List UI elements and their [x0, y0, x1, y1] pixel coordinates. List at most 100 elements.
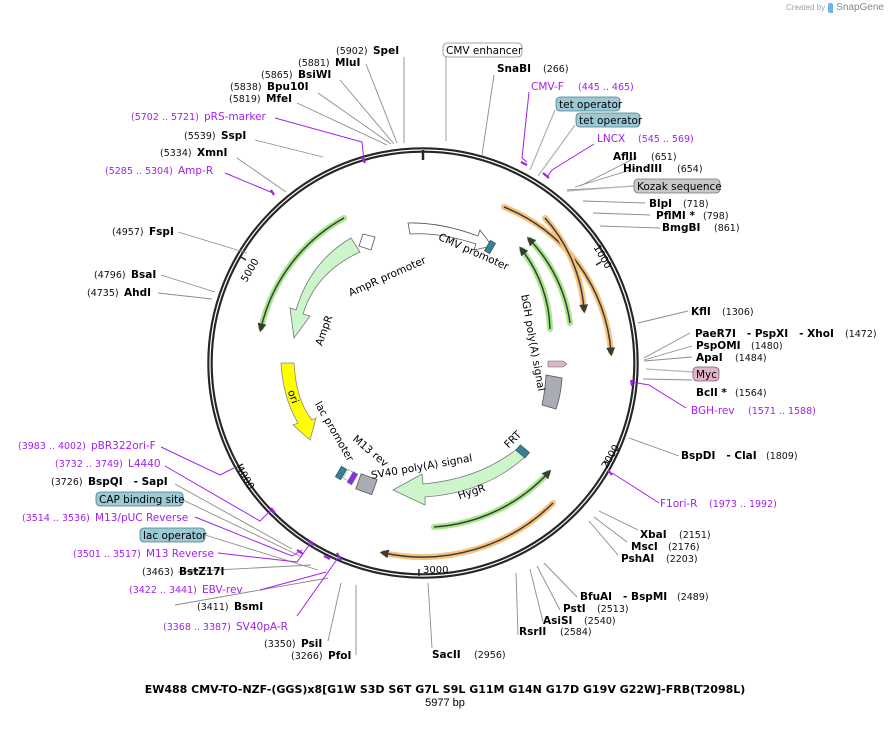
bgh-polya-box[interactable]	[541, 374, 563, 410]
svg-text:(3350): (3350)	[264, 639, 296, 650]
svg-text:(1306): (1306)	[722, 307, 754, 318]
feature-tet-operator-1[interactable]: tet operator	[555, 96, 623, 112]
svg-text:tet operator: tet operator	[579, 115, 643, 127]
enzyme-XmnI[interactable]: (5334)XmnI	[160, 147, 227, 159]
enzyme-Bpu10I[interactable]: (5838)Bpu10I	[230, 81, 309, 93]
svg-text:(445 .. 465): (445 .. 465)	[578, 82, 634, 93]
cmv-promoter-arrow[interactable]	[407, 222, 493, 251]
enzyme-BspDI-ClaI[interactable]: BspDI - ClaI(1809)	[681, 450, 798, 462]
gene-features	[280, 222, 568, 506]
primer-M13-Reverse[interactable]: (3501 .. 3517)M13 Reverse	[73, 548, 214, 560]
enzyme-BsmI[interactable]: (3411)BsmI	[197, 601, 263, 613]
enzyme-RsrII[interactable]: RsrII(2584)	[519, 626, 592, 638]
primer-BGH-rev[interactable]: BGH-rev(1571 .. 1588)	[691, 405, 816, 417]
enzyme-FspI[interactable]: (4957) FspI	[112, 226, 174, 238]
svg-text:(2151): (2151)	[679, 530, 711, 541]
enzyme-PaeR7I-PspXI-XhoI[interactable]: PaeR7I - PspXI - XhoI(1472)	[695, 328, 877, 340]
enzyme-PspOMI[interactable]: PspOMI (1480)	[696, 340, 783, 352]
feature-lac-operator[interactable]: lac operator	[139, 527, 207, 543]
enzyme-KflI[interactable]: KflI (1306)	[691, 306, 754, 318]
svg-text:(1809): (1809)	[766, 451, 798, 462]
primer-SV40pA-R[interactable]: (3368 .. 3387)SV40pA-R	[163, 621, 288, 633]
enzyme-AflII[interactable]: AflII(651)	[613, 151, 677, 163]
enzyme-BlpI[interactable]: BlpI(718)	[649, 198, 709, 210]
ampr-promoter-arrow[interactable]	[358, 233, 376, 251]
svg-text:XbaI: XbaI	[640, 529, 667, 541]
svg-text:PspOMI: PspOMI	[696, 340, 741, 352]
ampr-arrow[interactable]	[289, 237, 361, 340]
svg-text:Bpu10I: Bpu10I	[267, 81, 309, 93]
enzyme-ApaI[interactable]: ApaI(1484)	[696, 352, 767, 364]
enzyme-HindIII[interactable]: HindIII(654)	[623, 163, 703, 175]
primer-pRS-marker[interactable]: (5702 .. 5721)pRS-marker	[131, 111, 267, 123]
svg-text:(545 .. 569): (545 .. 569)	[638, 134, 694, 145]
enzyme-SspI[interactable]: (5539)SspI	[184, 130, 246, 142]
enzyme-XbaI[interactable]: XbaI (2151)	[640, 529, 711, 541]
feature-cmv-enhancer[interactable]: CMV enhancer	[442, 42, 523, 58]
primer-Amp-R[interactable]: (5285 .. 5304)Amp-R	[105, 165, 213, 177]
svg-text:SpeI: SpeI	[373, 45, 399, 57]
primer-L4440[interactable]: (3732 .. 3749)L4440	[55, 458, 161, 470]
svg-text:(2203): (2203)	[666, 554, 698, 565]
svg-text:ApaI: ApaI	[696, 352, 723, 364]
svg-text:MfeI: MfeI	[266, 93, 292, 105]
svg-text:Kozak sequence: Kozak sequence	[637, 181, 722, 193]
enzyme-BfuAI-BspMI[interactable]: BfuAI - BspMI(2489)	[580, 591, 709, 603]
enzyme-BspQI-SapI[interactable]: (3726)BspQI - SapI	[51, 476, 168, 488]
primer-CMV-F[interactable]: CMV-F(445 .. 465)	[531, 81, 634, 93]
feature-cap-binding-site[interactable]: CAP binding site	[95, 491, 185, 507]
svg-text:(266): (266)	[543, 64, 569, 75]
sv40-polya-box[interactable]	[355, 473, 378, 496]
svg-text:BmgBI: BmgBI	[662, 222, 700, 234]
svg-text:(3501 .. 3517): (3501 .. 3517)	[73, 549, 141, 560]
primer-EBV-rev[interactable]: (3422 .. 3441)EBV-rev	[129, 584, 243, 596]
svg-text:pBR322ori-F: pBR322ori-F	[91, 440, 156, 452]
primer-M13-pUC-Reverse[interactable]: (3514 .. 3536)M13/pUC Reverse	[22, 512, 188, 524]
svg-text:(4957): (4957)	[112, 227, 144, 238]
svg-text:F1ori-R: F1ori-R	[660, 498, 697, 510]
svg-text:(2540): (2540)	[584, 616, 616, 627]
primer-LNCX[interactable]: LNCX(545 .. 569)	[597, 133, 694, 145]
enzyme-BsaI[interactable]: (4796)BsaI	[94, 269, 156, 281]
enzyme-PfoI[interactable]: (3266)PfoI	[291, 650, 351, 662]
primer-labels: (5702 .. 5721)pRS-marker (5285 .. 5304)A…	[18, 81, 816, 633]
svg-text:(1571 .. 1588): (1571 .. 1588)	[748, 406, 816, 417]
svg-text:FspI: FspI	[149, 226, 174, 238]
enzyme-BclI[interactable]: BclI *(1564)	[696, 387, 767, 399]
svg-text:KflI: KflI	[691, 306, 711, 318]
enzyme-PsiI[interactable]: (3350)PsiI	[264, 638, 322, 650]
enzyme-MfeI[interactable]: (5819)MfeI	[229, 93, 292, 105]
primer-pBR322ori-F[interactable]: (3983 .. 4002)pBR322ori-F	[18, 440, 156, 452]
enzyme-PflMI[interactable]: PflMI *(798)	[656, 210, 729, 222]
enzyme-SnaBI[interactable]: SnaBI(266)	[497, 63, 569, 75]
enzyme-BsiWI[interactable]: (5865)BsiWI	[261, 69, 331, 81]
svg-text:(1480): (1480)	[751, 341, 783, 352]
svg-text:BstZ17I: BstZ17I	[179, 566, 224, 578]
feature-myc[interactable]: Myc	[692, 366, 720, 382]
enzyme-SpeI[interactable]: (5902)SpeI	[336, 45, 399, 57]
feature-kozak-sequence[interactable]: Kozak sequence	[633, 178, 722, 194]
svg-text:CAP binding site: CAP binding site	[99, 494, 185, 506]
enzyme-PshAI[interactable]: PshAI(2203)	[621, 553, 698, 565]
enzyme-BstZ17I[interactable]: (3463)BstZ17I	[142, 566, 224, 578]
enzyme-MscI[interactable]: MscI(2176)	[631, 541, 700, 553]
svg-text:(4796): (4796)	[94, 270, 126, 281]
enzyme-BmgBI[interactable]: BmgBI(861)	[662, 222, 740, 234]
enzyme-AhdI[interactable]: (4735)AhdI	[87, 287, 151, 299]
enzyme-SacII[interactable]: SacII(2956)	[432, 649, 506, 661]
ori-arrow[interactable]	[280, 362, 317, 441]
svg-text:BlpI: BlpI	[649, 198, 672, 210]
frt-mark-icon[interactable]	[515, 444, 530, 459]
primer-F1ori-R[interactable]: F1ori-R(1973 .. 1992)	[660, 498, 777, 510]
svg-text:PstI: PstI	[563, 603, 586, 615]
svg-text:(2489): (2489)	[677, 592, 709, 603]
enzyme-MluI[interactable]: (5881)MluI	[298, 57, 360, 69]
enzyme-labels: (5902)SpeI (5881)MluI (5865)BsiWI (5838)…	[51, 45, 877, 662]
label-ori: ori	[285, 388, 301, 405]
enzyme-PstI[interactable]: PstI(2513)	[563, 603, 629, 615]
myc-mark[interactable]	[547, 360, 568, 368]
hygr-arrow[interactable]	[392, 447, 526, 506]
svg-text:(2956): (2956)	[474, 650, 506, 661]
enzyme-AsiSI[interactable]: AsiSI(2540)	[543, 615, 616, 627]
feature-tet-operator-2[interactable]: tet operator	[575, 112, 643, 128]
